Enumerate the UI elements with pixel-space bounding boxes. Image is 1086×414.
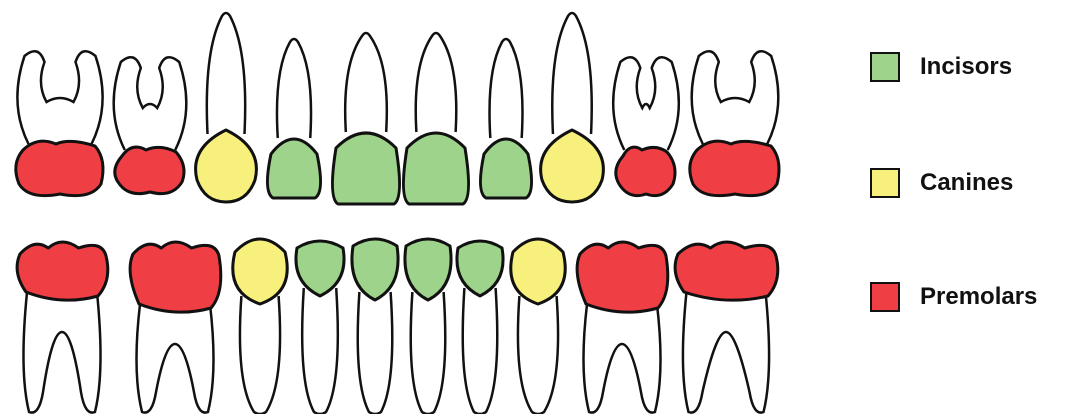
incisors-label: Incisors [920, 53, 1012, 81]
upper-root-3 [207, 13, 245, 134]
upper-incisor-crown-5 [332, 133, 399, 204]
legend: Incisors Canines Premolars [870, 0, 1086, 414]
upper-root-1 [17, 51, 102, 144]
lower-root-6 [411, 292, 446, 414]
lower-root-5 [358, 292, 393, 414]
lower-premolar-crown-9 [577, 242, 668, 312]
lower-root-4 [302, 288, 338, 414]
upper-incisor-crown-7 [480, 139, 531, 198]
upper-root-7 [490, 39, 523, 138]
premolars-swatch [870, 282, 900, 312]
upper-roots [17, 13, 778, 150]
upper-premolar-crown-10 [690, 141, 779, 196]
upper-incisor-crown-4 [267, 139, 320, 198]
upper-root-2 [114, 57, 187, 150]
upper-premolar-crown-1 [16, 141, 103, 196]
lower-canine-crown-3 [233, 239, 287, 304]
legend-item-premolars: Premolars [870, 282, 1037, 312]
premolars-label: Premolars [920, 283, 1037, 311]
upper-root-4 [277, 39, 311, 138]
lower-canine-crown-8 [511, 239, 565, 304]
upper-root-8 [552, 13, 591, 134]
lower-incisor-crown-7 [457, 241, 503, 296]
upper-root-6 [416, 33, 457, 132]
lower-incisor-crown-6 [405, 239, 451, 300]
lower-root-1 [23, 292, 100, 413]
upper-premolar-crown-2 [115, 147, 184, 194]
lower-premolar-crown-2 [130, 242, 221, 312]
legend-item-incisors: Incisors [870, 52, 1012, 82]
lower-root-10 [683, 292, 769, 413]
lower-incisor-crown-5 [352, 239, 398, 300]
lower-root-3 [240, 296, 280, 414]
canines-label: Canines [920, 169, 1013, 197]
incisors-swatch [870, 52, 900, 82]
canines-swatch [870, 168, 900, 198]
lower-root-2 [136, 304, 213, 413]
legend-item-canines: Canines [870, 168, 1013, 198]
dental-diagram [0, 0, 860, 414]
upper-canine-crown-8 [541, 130, 604, 202]
lower-premolar-crown-1 [17, 242, 108, 300]
upper-incisor-crown-6 [403, 133, 468, 204]
lower-root-7 [463, 288, 498, 414]
upper-root-9 [613, 57, 679, 150]
lower-incisor-crown-4 [296, 241, 344, 296]
upper-canine-crown-3 [196, 130, 257, 202]
upper-premolar-crown-9 [616, 147, 675, 196]
lower-root-9 [583, 304, 660, 413]
lower-root-8 [518, 296, 558, 414]
lower-crowns [17, 239, 778, 312]
lower-premolar-crown-10 [675, 242, 778, 300]
upper-root-10 [692, 51, 779, 144]
upper-root-5 [345, 33, 387, 132]
